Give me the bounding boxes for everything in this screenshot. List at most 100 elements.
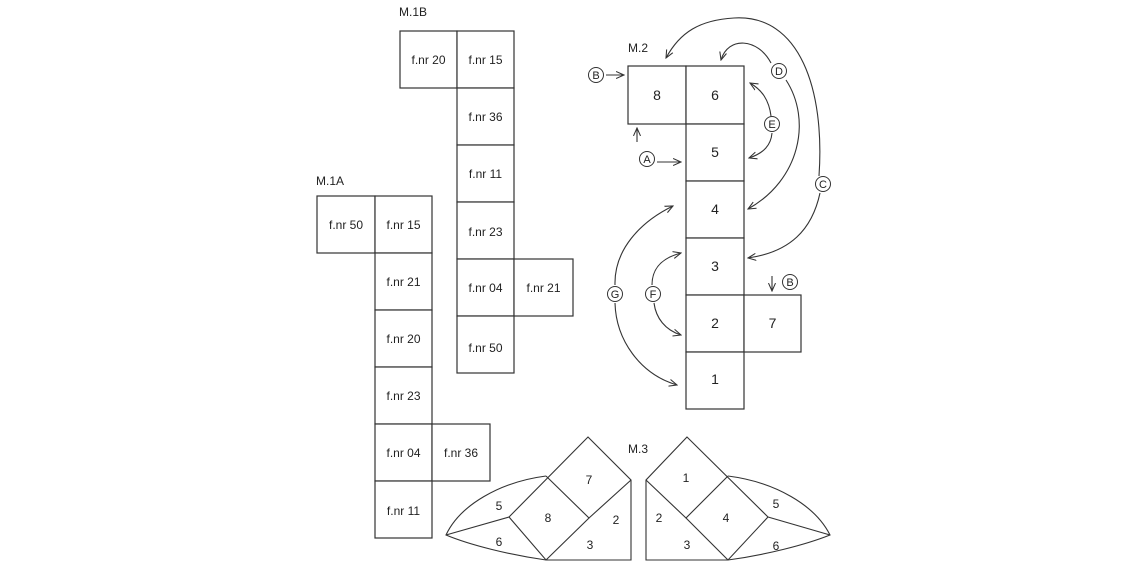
m1a-cell-label: f.nr 11 — [387, 504, 420, 518]
m3-left-shape: 7 8 5 6 2 3 — [445, 436, 632, 561]
marker-b-left-label: B — [592, 70, 599, 82]
m2-cell-4: 4 — [685, 180, 745, 239]
m1b-cell-7: f.nr 21 — [513, 258, 574, 317]
m1b-cell-label: f.nr 23 — [468, 225, 502, 239]
marker-b-left: B — [588, 67, 625, 83]
arrow-f-to-3 — [651, 253, 681, 286]
m1a-cell-7: f.nr 36 — [431, 423, 491, 482]
m1a-cell-5: f.nr 23 — [374, 366, 433, 425]
arrow-e-to-6 — [750, 83, 772, 117]
m1b-group: M.1B f.nr 20 f.nr 15 f.nr 36 f.nr 11 f.n… — [399, 5, 574, 374]
m1a-cell-3: f.nr 21 — [374, 252, 433, 311]
arrow-c-to-3 — [748, 192, 821, 258]
m2-cell-label: 3 — [711, 258, 719, 274]
m3-group: M.3 7 8 5 6 2 3 1 2 4 3 5 6 — [445, 436, 831, 561]
m1a-cell-label: f.nr 23 — [386, 389, 420, 403]
m1b-cell-label: f.nr 36 — [468, 110, 502, 124]
m2-cell-label: 7 — [769, 315, 777, 331]
m3-left-label: 3 — [587, 538, 594, 552]
m1b-cell-1: f.nr 20 — [399, 30, 458, 89]
m3-right-label: 2 — [656, 511, 663, 525]
m3-left-wing-divider — [445, 516, 510, 536]
m1a-cell-6: f.nr 04 — [374, 423, 433, 482]
m1a-group: M.1A f.nr 50 f.nr 15 f.nr 21 f.nr 20 f.n… — [316, 174, 491, 539]
marker-g-label: G — [611, 289, 620, 301]
m1b-cell-label: f.nr 04 — [468, 281, 502, 295]
m1b-cell-3: f.nr 36 — [456, 87, 515, 146]
m2-group: M.2 8 6 5 4 3 2 7 1 — [588, 17, 831, 410]
marker-c: C — [666, 17, 831, 258]
marker-d: D — [721, 42, 800, 209]
m1a-title: M.1A — [316, 174, 344, 188]
m3-title: M.3 — [628, 442, 648, 456]
m1b-cell-2: f.nr 15 — [456, 30, 515, 89]
m3-right-label: 6 — [773, 539, 780, 553]
marker-c-label: C — [819, 179, 827, 191]
m2-cell-8: 8 — [627, 65, 687, 125]
m1a-cell-label: f.nr 50 — [329, 218, 363, 232]
m3-left-label: 6 — [496, 535, 503, 549]
m2-cell-label: 2 — [711, 315, 719, 331]
m1b-title: M.1B — [399, 5, 427, 19]
m1a-cell-4: f.nr 20 — [374, 309, 433, 368]
marker-a: A — [637, 128, 681, 167]
m2-cell-label: 5 — [711, 144, 719, 160]
m2-cell-7: 7 — [743, 294, 802, 353]
m1b-cell-label: f.nr 15 — [468, 53, 502, 67]
m1b-cell-5: f.nr 23 — [456, 201, 515, 260]
m1a-cell-2: f.nr 15 — [374, 195, 433, 254]
marker-f: F — [645, 253, 682, 335]
m3-left-label: 8 — [545, 511, 552, 525]
marker-g: G — [607, 206, 678, 385]
marker-b-right: B — [772, 274, 798, 292]
m2-title: M.2 — [628, 41, 648, 55]
m2-cell-label: 8 — [653, 87, 661, 103]
m3-right-label: 1 — [683, 471, 690, 485]
marker-a-label: A — [643, 154, 651, 166]
m3-left-outline — [508, 436, 632, 561]
m1b-cell-label: f.nr 50 — [468, 341, 502, 355]
m2-cell-5: 5 — [685, 123, 745, 182]
arrow-g-to-1 — [614, 302, 677, 385]
m3-right-label: 4 — [723, 511, 730, 525]
m2-cell-2: 2 — [685, 294, 745, 353]
m3-left-label: 7 — [586, 473, 593, 487]
m2-cell-3: 3 — [685, 237, 745, 296]
arrow-f-to-2 — [653, 302, 681, 335]
m3-left-inner — [545, 475, 590, 561]
m3-right-shape: 1 2 4 3 5 6 — [645, 436, 831, 561]
m2-cell-6: 6 — [685, 65, 745, 125]
m1b-cell-4: f.nr 11 — [456, 144, 515, 203]
m2-cell-label: 1 — [711, 371, 719, 387]
m2-cell-1: 1 — [685, 351, 745, 410]
m1b-cell-label: f.nr 20 — [411, 53, 445, 67]
arrow-c-to-8 — [666, 17, 821, 177]
m1a-cell-label: f.nr 21 — [386, 275, 420, 289]
m1a-cell-label: f.nr 20 — [386, 332, 420, 346]
m3-right-divider — [645, 479, 687, 519]
m1b-cell-6: f.nr 04 — [456, 258, 515, 317]
m1b-cell-label: f.nr 21 — [526, 281, 560, 295]
m3-left-label: 2 — [613, 513, 620, 527]
m1a-cell-8: f.nr 11 — [374, 480, 433, 539]
marker-f-label: F — [650, 289, 657, 301]
m3-right-wing-divider — [767, 516, 831, 536]
m1b-cell-8: f.nr 50 — [456, 315, 515, 374]
marker-d-label: D — [775, 66, 783, 78]
arrow-g-to-4 — [614, 206, 673, 286]
m1b-cell-label: f.nr 11 — [469, 167, 502, 181]
marker-e-label: E — [768, 119, 775, 131]
m2-cell-label: 6 — [711, 87, 719, 103]
m2-cell-label: 4 — [711, 201, 719, 217]
marker-b-right-label: B — [786, 277, 793, 289]
arrow-d-to-6 — [721, 42, 772, 64]
marker-e: E — [749, 83, 780, 158]
m3-left-label: 5 — [496, 499, 503, 513]
arrow-e-to-5 — [749, 132, 773, 158]
m1a-cell-label: f.nr 04 — [386, 446, 420, 460]
m3-right-label: 3 — [684, 538, 691, 552]
m1a-cell-1: f.nr 50 — [316, 195, 376, 254]
m3-left-divider — [588, 479, 632, 519]
arrow-d-to-4 — [748, 79, 800, 209]
m1a-cell-label: f.nr 36 — [444, 446, 478, 460]
